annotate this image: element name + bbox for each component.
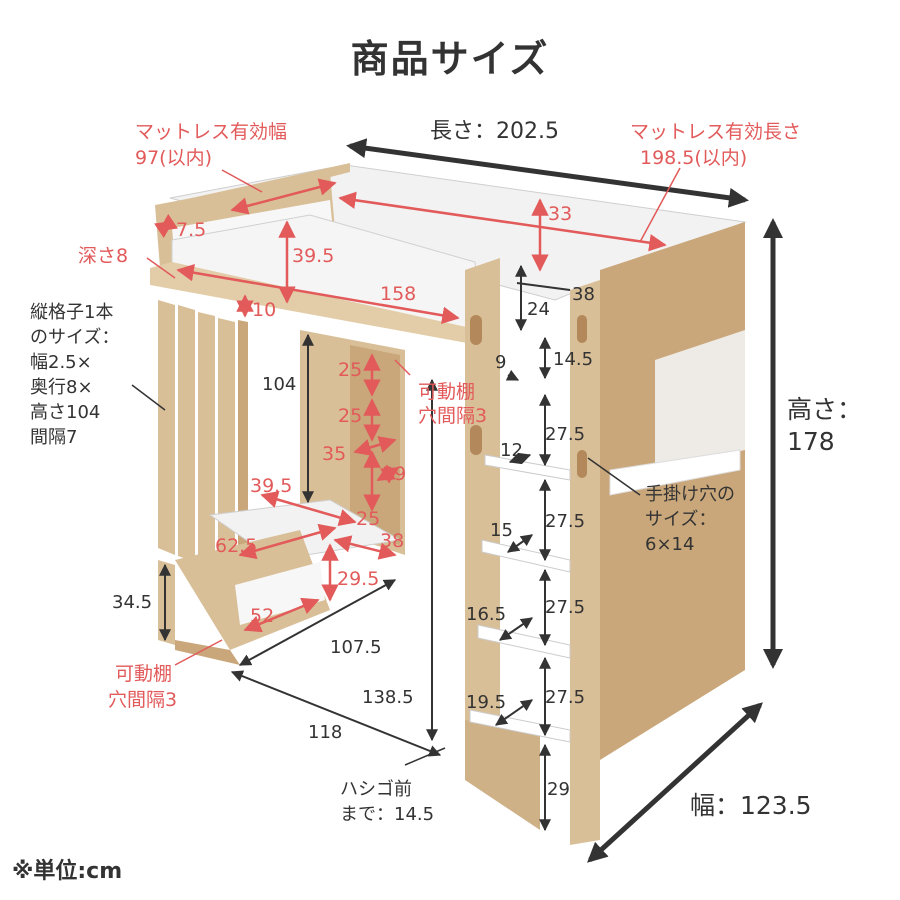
label-handhold_note-0: 手掛け穴の <box>645 484 735 505</box>
length-label: 長さ：202.5 <box>430 119 559 144</box>
dim-25-a: 25 <box>338 359 362 381</box>
mattress-length-line1: マットレス有効長さ <box>630 121 801 143</box>
dim-15: 15 <box>490 520 513 541</box>
movable-shelf-upper-line2: 穴間隔3 <box>418 405 487 427</box>
dim-24: 24 <box>527 299 550 320</box>
label-slat_note-0: 縦格子1本 <box>30 302 113 323</box>
dim-12: 12 <box>500 440 523 461</box>
ladder-lower <box>465 720 540 830</box>
mattress-width-line1: マットレス有効幅 <box>135 121 287 143</box>
handhold-4 <box>577 450 587 478</box>
mattress-length-line2: 198.5(以内) <box>640 147 747 169</box>
lower-shelf-bottom <box>175 640 240 665</box>
dim-158: 158 <box>380 283 416 305</box>
dim-34-5: 34.5 <box>112 592 152 613</box>
dim-33: 33 <box>548 203 572 225</box>
label-ladder_note-0: ハシゴ前 <box>340 779 412 800</box>
dim-104: 104 <box>262 374 296 395</box>
label-slat_note-3: 奥行8× <box>30 377 93 398</box>
label-slat_note-5: 間隔7 <box>30 427 77 448</box>
depth-label: 深さ8 <box>78 245 128 267</box>
dim-27-5-b: 27.5 <box>545 511 585 532</box>
dim-10: 10 <box>252 299 276 321</box>
unit-note: ※単位:cm <box>12 858 122 884</box>
width-label: 幅：123.5 <box>690 791 812 820</box>
slat-note: 縦格子1本 のサイズ： 幅2.5× 奥行8× 高さ104 間隔7 <box>30 302 119 448</box>
dim-29-5: 29.5 <box>337 568 379 590</box>
foot-panel-shelf <box>609 449 741 496</box>
handhold-2 <box>470 425 482 455</box>
dim-38-mid: 38 <box>380 530 404 552</box>
width-arrow <box>587 702 763 863</box>
dim-27-5-a: 27.5 <box>545 424 585 445</box>
dim-52: 52 <box>250 605 274 627</box>
dim-16-5: 16.5 <box>466 604 506 625</box>
dim-25-b: 25 <box>338 405 362 427</box>
dim-138-5: 138.5 <box>362 687 414 708</box>
movable-shelf-lower-line1: 可動棚 <box>115 663 172 685</box>
foot-panel-shade <box>655 330 745 470</box>
label-slat_note-1: のサイズ： <box>30 327 119 348</box>
dim-14-5: 14.5 <box>553 349 593 370</box>
labels: 商品サイズ 長さ：202.5 高さ： 178 幅：123.5 ※単位:cm マッ… <box>12 37 862 884</box>
dimension-lines <box>131 138 783 863</box>
height-label-line1: 高さ： <box>787 395 862 424</box>
dim-39: 39 <box>382 463 406 485</box>
handhold-3 <box>577 315 587 343</box>
dim-27-5-c: 27.5 <box>545 597 585 618</box>
page-title: 商品サイズ <box>351 37 550 81</box>
dim-107-5: 107.5 <box>330 637 382 658</box>
label-slat_note-2: 幅2.5× <box>30 352 92 373</box>
label-ladder_note-1: まで：14.5 <box>340 804 434 825</box>
length-arrow <box>346 138 749 208</box>
label-handhold_note-2: 6×14 <box>645 534 694 555</box>
label-handhold_note-1: サイズ： <box>645 509 716 530</box>
height-label-line2: 178 <box>787 427 835 456</box>
label-slat_note-4: 高さ104 <box>30 402 100 423</box>
handhold-1 <box>470 315 482 345</box>
dim-27-5-d: 27.5 <box>545 687 585 708</box>
dim-29: 29 <box>547 779 570 800</box>
dim-118: 118 <box>308 722 342 743</box>
dim-38-top: 38 <box>572 284 595 305</box>
dim-19-5: 19.5 <box>466 692 506 713</box>
movable-shelf-upper-line1: 可動棚 <box>418 381 475 403</box>
ladder-note: ハシゴ前 まで：14.5 <box>340 779 434 825</box>
mattress-width-line2: 97(以内) <box>135 147 212 169</box>
dim-35: 35 <box>322 443 346 465</box>
dim-62-5: 62.5 <box>215 535 257 557</box>
dim-25-c: 25 <box>356 508 380 530</box>
dim-9: 9 <box>495 352 506 373</box>
left-corner-post <box>158 560 175 645</box>
dim-7-5: 7.5 <box>176 219 206 241</box>
dim-39-5-top: 39.5 <box>292 245 334 267</box>
dim-39-5-mid: 39.5 <box>250 475 292 497</box>
handhold-note: 手掛け穴の サイズ： 6×14 <box>645 484 735 555</box>
movable-shelf-lower-line2: 穴間隔3 <box>108 689 177 711</box>
